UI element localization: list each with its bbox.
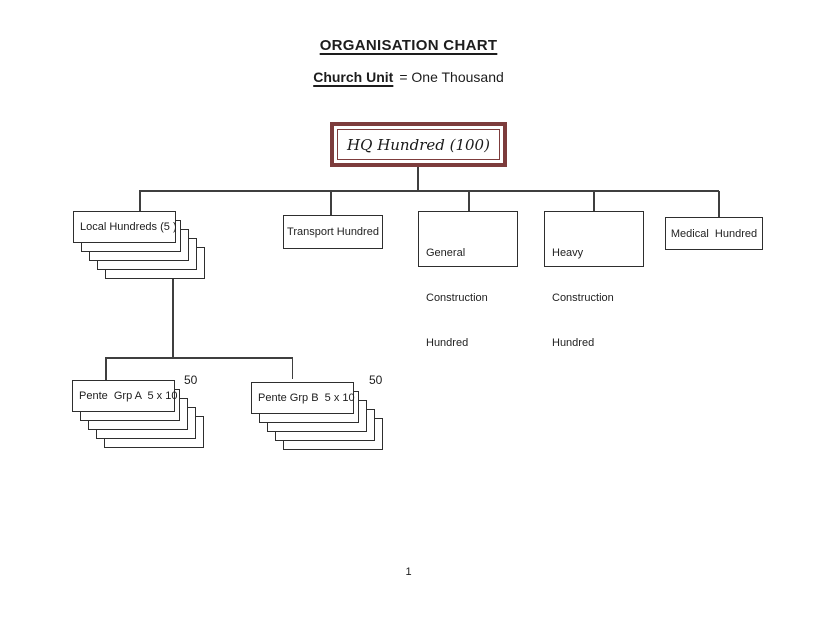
pente-grp-b-label: Pente Grp B 5 x 10 <box>251 382 355 414</box>
pente-grp-a-count: 50 <box>184 373 198 387</box>
connector-drop-transport <box>330 191 332 216</box>
page-title: ORGANISATION CHART <box>319 37 498 54</box>
pente-grp-b-count: 50 <box>369 373 383 387</box>
connector-bus-top <box>139 190 719 192</box>
heavy-construction-line2: Construction <box>552 292 614 304</box>
connector-drop-group-a <box>105 358 107 381</box>
heavy-construction-line3: Hundred <box>552 337 595 349</box>
pente-grp-a-label: Pente Grp A 5 x 10 <box>72 380 177 412</box>
general-construction-line2: Construction <box>426 292 488 304</box>
connector-drop-group-b <box>291 358 293 379</box>
connector-hq-riser <box>417 166 419 191</box>
heavy-construction-box: Heavy Construction Hundred <box>544 211 644 349</box>
transport-hundred-box: Transport Hundred <box>283 215 383 249</box>
hq-hundred-box: HQ Hundred (100) <box>330 122 507 167</box>
subtitle: Church Unit = One Thousand <box>0 69 817 85</box>
connector-drop-general <box>468 191 470 212</box>
local-hundreds-stack: Local Hundreds (5 ) <box>73 211 208 281</box>
general-construction-line3: Hundred <box>426 337 469 349</box>
connector-bus-groups <box>105 357 293 359</box>
subtitle-rest: = One Thousand <box>399 69 504 85</box>
general-construction-line1: General <box>426 247 466 259</box>
pente-grp-b-stack: Pente Grp B 5 x 10 <box>251 382 386 452</box>
connector-local-riser <box>172 278 174 358</box>
page-number: 1 <box>405 566 412 578</box>
general-construction-box: General Construction Hundred <box>418 211 518 349</box>
connector-drop-medical <box>718 191 720 218</box>
heavy-construction-line1: Heavy <box>552 247 584 259</box>
medical-hundred-box: Medical Hundred <box>665 217 763 250</box>
local-hundreds-label: Local Hundreds (5 ) <box>73 211 177 243</box>
subtitle-term: Church Unit <box>313 69 394 85</box>
hq-hundred-label: HQ Hundred (100) <box>337 129 500 160</box>
pente-grp-a-stack: Pente Grp A 5 x 10 <box>72 380 207 450</box>
connector-drop-local <box>139 191 141 213</box>
connector-drop-heavy <box>593 191 595 212</box>
